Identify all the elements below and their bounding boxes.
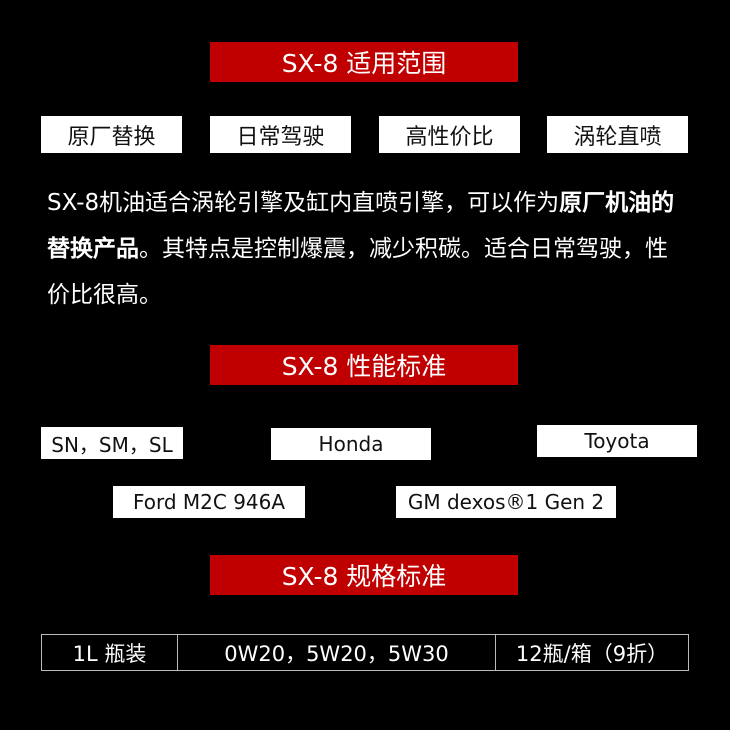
section-title-scope: SX-8 适用范围 bbox=[210, 42, 518, 82]
standard-api: SN，SM，SL bbox=[41, 427, 183, 459]
tag-turbo-di: 涡轮直喷 bbox=[547, 116, 688, 153]
spec-packaging: 1L 瓶装 bbox=[42, 635, 178, 670]
description: SX-8机油适合涡轮引擎及缸内直喷引擎，可以作为原厂机油的替换产品。其特点是控制… bbox=[47, 180, 687, 318]
standard-toyota: Toyota bbox=[537, 425, 697, 457]
standard-gm: GM dexos®1 Gen 2 bbox=[396, 486, 616, 518]
description-bold: 原厂机油的替换产品 bbox=[47, 190, 675, 262]
tag-daily-driving: 日常驾驶 bbox=[210, 116, 351, 153]
spec-viscosity: 0W20，5W20，5W30 bbox=[178, 635, 496, 670]
spec-case: 12瓶/箱（9折） bbox=[515, 641, 669, 666]
tag-oem-replacement: 原厂替换 bbox=[41, 116, 182, 153]
section-title-performance: SX-8 性能标准 bbox=[210, 345, 518, 385]
spec-table: 1L 瓶装 0W20，5W20，5W30 12瓶/箱（9折） bbox=[41, 634, 689, 671]
standard-ford: Ford M2C 946A bbox=[113, 486, 305, 518]
description-text-2: 。其特点是控制爆震，减少积碳。适合日常驾驶，性价比很高。 bbox=[47, 236, 668, 308]
tag-value: 高性价比 bbox=[379, 116, 520, 153]
standard-honda: Honda bbox=[271, 428, 431, 460]
section-title-spec: SX-8 规格标准 bbox=[210, 555, 518, 595]
description-text: SX-8机油适合涡轮引擎及缸内直喷引擎，可以作为 bbox=[47, 190, 560, 216]
